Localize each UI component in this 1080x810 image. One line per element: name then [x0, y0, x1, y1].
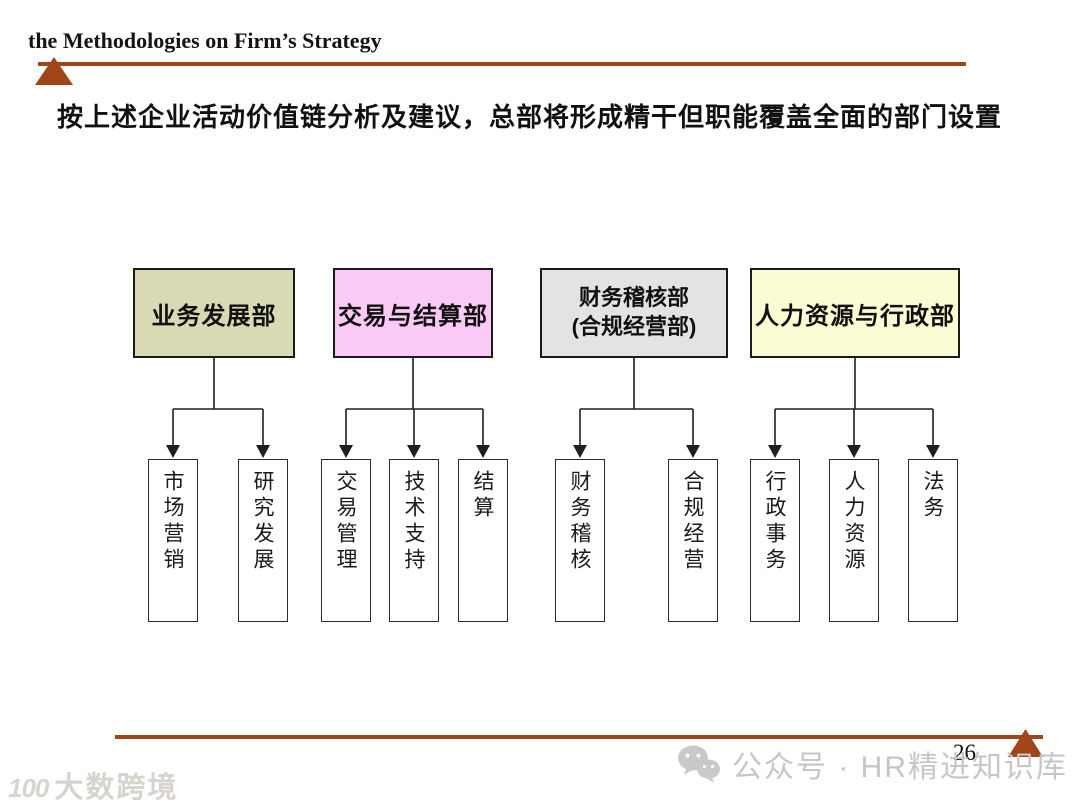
- slide-title: 按上述企业活动价值链分析及建议，总部将形成精干但职能覆盖全面的部门设置: [57, 102, 1003, 132]
- dept-label: 财务稽核部 (合规经营部): [572, 284, 697, 341]
- dept-label: 交易与结算部: [338, 302, 488, 330]
- function-box-financial-audit: 财务稽核: [555, 459, 605, 622]
- function-box-settlement: 结算: [458, 459, 508, 622]
- dept-box-business-development: 业务发展部: [133, 268, 295, 358]
- function-box-trading-management: 交易管理: [321, 459, 371, 622]
- watermark-left-logo: 100: [8, 773, 49, 803]
- footer-rule: [115, 735, 1043, 739]
- function-box-marketing: 市场营销: [148, 459, 198, 622]
- wechat-icon: [678, 745, 720, 783]
- watermark-right: 公众号 · HR精进知识库: [676, 742, 1068, 786]
- function-box-admin-affairs: 行政事务: [750, 459, 800, 622]
- dept-box-financial-audit: 财务稽核部 (合规经营部): [540, 268, 728, 358]
- dept-label: 人力资源与行政部: [755, 302, 955, 330]
- function-box-human-resources: 人力资源: [829, 459, 879, 622]
- function-box-legal: 法务: [908, 459, 958, 622]
- function-box-compliance-operation: 合规经营: [668, 459, 718, 622]
- watermark-right-text: 公众号 · HR精进知识库: [732, 751, 1068, 784]
- dept-box-trading-settlement: 交易与结算部: [333, 268, 493, 358]
- function-box-technical-support: 技术支持: [389, 459, 439, 622]
- dept-label: 业务发展部: [151, 302, 277, 330]
- watermark-left-text: 大数跨境: [54, 772, 179, 804]
- watermark-left: 100 大数跨境: [8, 764, 178, 806]
- dept-label-line2: (合规经营部): [571, 314, 697, 339]
- dept-box-hr-admin: 人力资源与行政部: [750, 268, 960, 358]
- page-number: 26: [953, 740, 976, 765]
- dept-label-line1: 财务稽核部: [578, 285, 689, 311]
- header-title: the Methodologies on Firm’s Strategy: [28, 28, 382, 53]
- header-rule: [38, 62, 966, 66]
- function-box-research-development: 研究发展: [238, 459, 288, 622]
